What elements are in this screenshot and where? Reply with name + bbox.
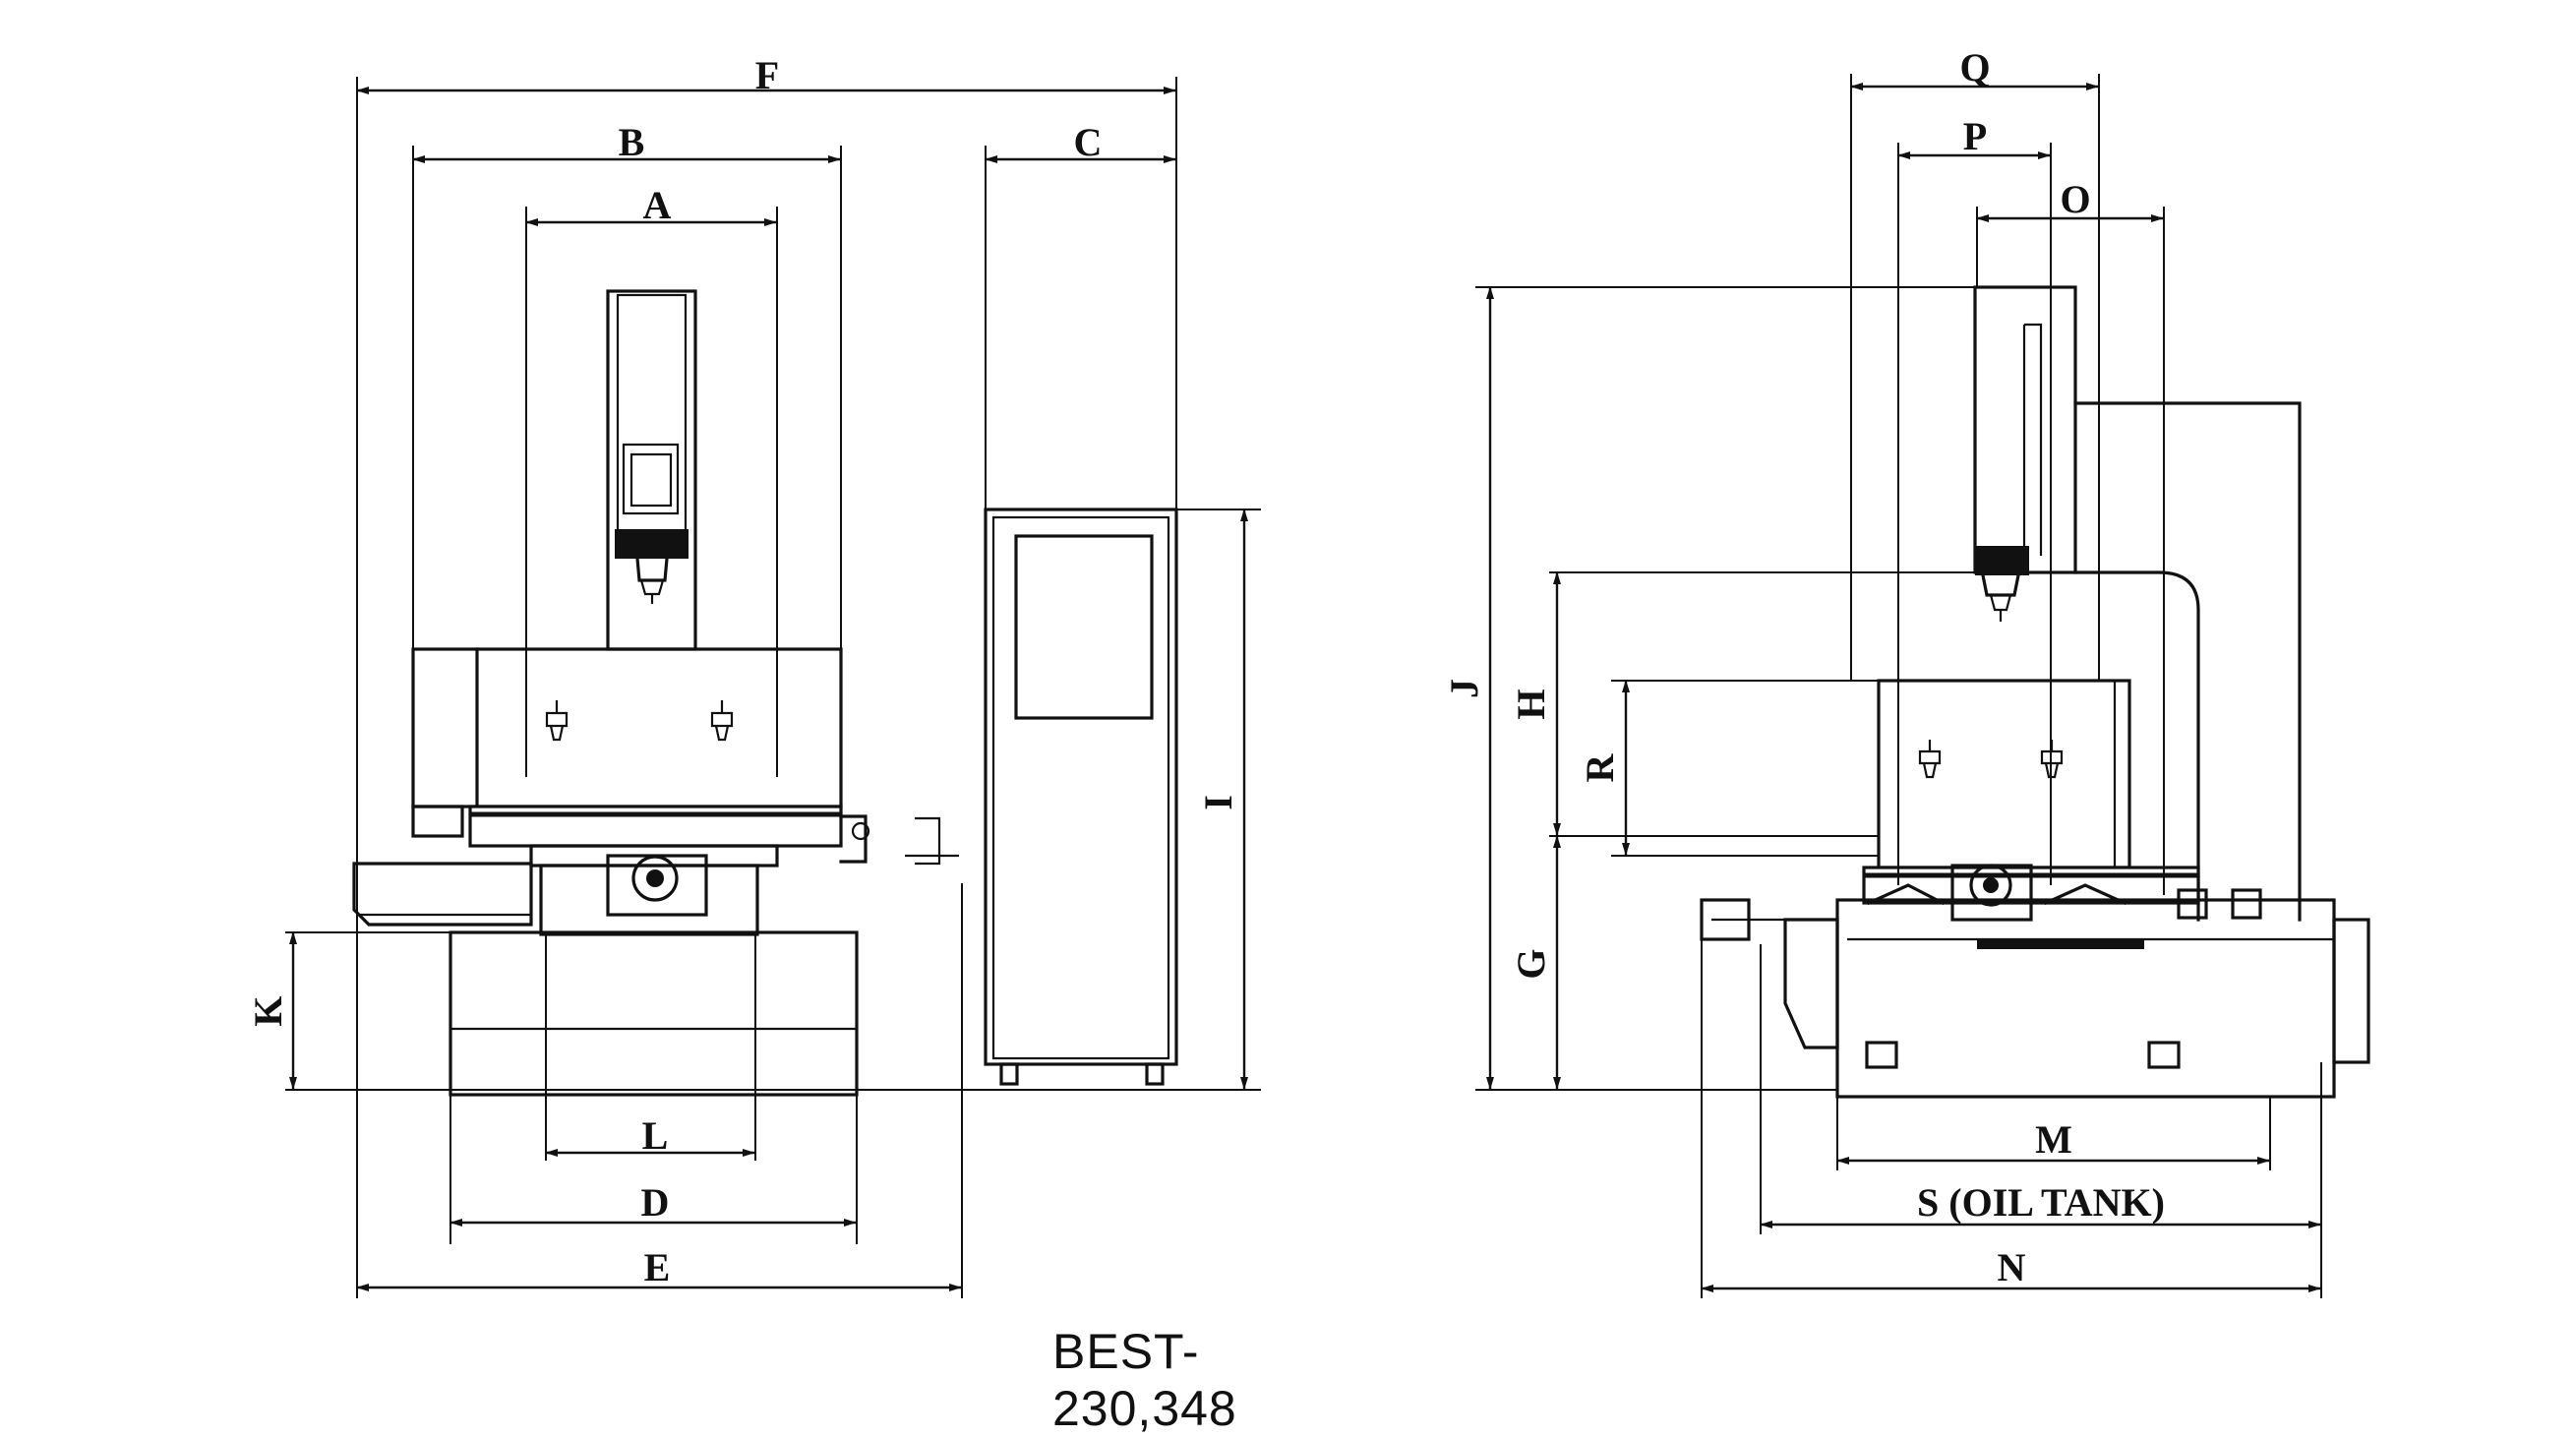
label-P: P bbox=[1963, 114, 1987, 158]
side-dimension-lines bbox=[1486, 83, 2321, 1292]
label-G: G bbox=[1509, 948, 1553, 979]
label-N: N bbox=[1998, 1245, 2026, 1289]
front-dimension-lines bbox=[289, 87, 1248, 1291]
front-work-tank bbox=[352, 647, 959, 936]
label-J: J bbox=[1442, 679, 1486, 698]
label-F: F bbox=[755, 53, 779, 97]
side-work-tank bbox=[1862, 679, 2200, 949]
label-A: A bbox=[643, 183, 672, 227]
side-base bbox=[1700, 888, 2370, 1099]
front-dimension-labels: F B A C I K L D E bbox=[246, 53, 1240, 1289]
label-S: S (OIL TANK) bbox=[1917, 1180, 2165, 1225]
front-extension-lines bbox=[285, 77, 1261, 1298]
side-head bbox=[1973, 285, 2077, 622]
side-extension-lines bbox=[1475, 74, 2322, 1298]
model-caption: BEST-230,348 bbox=[1052, 1324, 1237, 1436]
label-D: D bbox=[641, 1180, 670, 1225]
front-view: F B A C I K L D E bbox=[246, 53, 1261, 1298]
label-K: K bbox=[246, 995, 290, 1026]
side-view: Q P O J H R G M S (OIL TANK) N bbox=[1442, 45, 2370, 1298]
label-C: C bbox=[1074, 120, 1103, 164]
label-I: I bbox=[1196, 795, 1240, 810]
side-dimension-labels: Q P O J H R G M S (OIL TANK) N bbox=[1442, 45, 2165, 1289]
label-H: H bbox=[1509, 689, 1553, 719]
label-B: B bbox=[619, 120, 645, 164]
control-cabinet bbox=[984, 508, 1178, 1086]
front-base bbox=[449, 930, 859, 1161]
label-R: R bbox=[1578, 752, 1622, 782]
front-head-column bbox=[606, 289, 697, 651]
label-E: E bbox=[644, 1245, 671, 1289]
label-Q: Q bbox=[1959, 45, 1990, 90]
label-L: L bbox=[642, 1113, 669, 1158]
label-O: O bbox=[2060, 177, 2090, 221]
label-M: M bbox=[2035, 1117, 2072, 1162]
side-column bbox=[2073, 401, 2302, 922]
